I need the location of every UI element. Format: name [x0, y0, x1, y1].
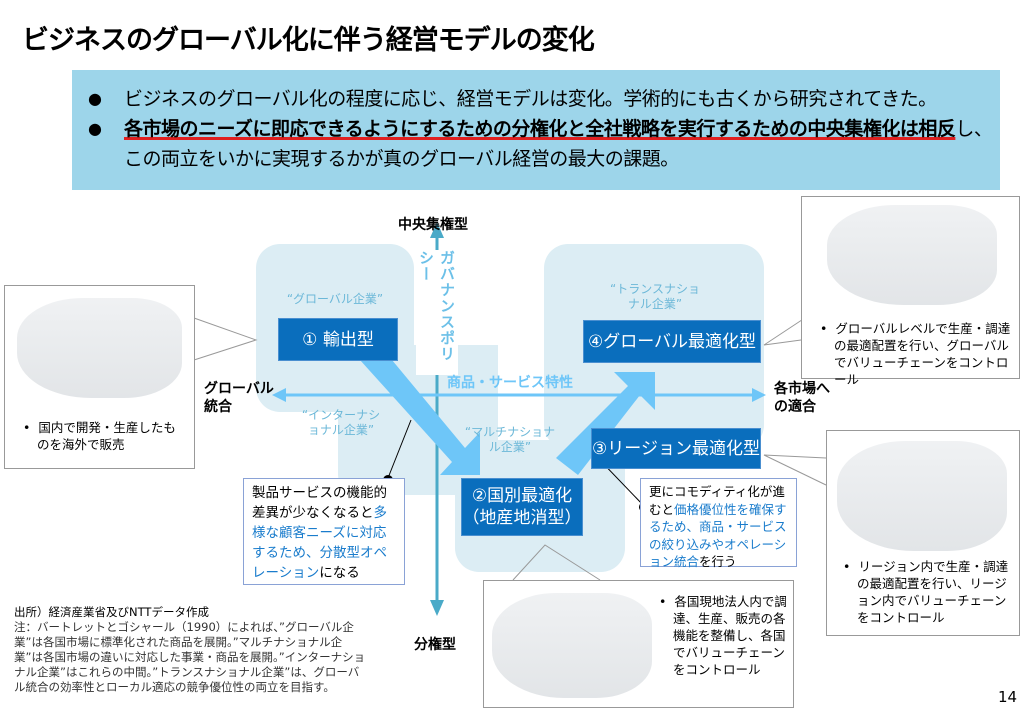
- corp-international: “インターナショナル企業”: [301, 408, 381, 437]
- pointer-region: [763, 454, 827, 486]
- bullet-icon: ●: [88, 89, 102, 108]
- corp-multinational: “マルチナショナル企業”: [464, 425, 556, 454]
- map-caption: • リージョン内で生産・調達の最適配置を行い、リージョン内でバリューチェーンをコ…: [843, 559, 1009, 625]
- caption-text: リージョン内で生産・調達の最適配置を行い、リージョン内でバリューチェーンをコント…: [857, 559, 1009, 625]
- footnote: 出所）経済産業省及びNTTデータ作成 注：バートレットとゴシャール（1990）に…: [14, 605, 366, 695]
- world-map-image: [837, 441, 1007, 551]
- type-country-optimization: ②国別最適化（地産地消型）: [461, 478, 583, 536]
- callout-text: 更にコモディティ化が進むと: [649, 484, 785, 517]
- corp-global: “グローバル企業”: [286, 292, 384, 306]
- axis-arrow-right-icon: [752, 388, 766, 402]
- pointer-country: [512, 544, 601, 581]
- type-label: ②国別最適化: [471, 486, 573, 506]
- axis-arrow-up-icon: [430, 222, 444, 238]
- callout-text: になる: [319, 565, 360, 581]
- map-panel-global: • グローバルレベルで生産・調達の最適配置を行い、グローバルでバリューチェーンを…: [801, 196, 1020, 387]
- bullet-1: ● ビジネスのグローバル化の程度に応じ、経営モデルは変化。学術的にも古くから研究さ…: [84, 84, 1000, 114]
- map-caption: • グローバルレベルで生産・調達の最適配置を行い、グローバルでバリューチェーンを…: [820, 321, 1011, 387]
- callout-line-left: [387, 419, 412, 479]
- map-panel-export: • 国内で開発・生産したものを海外で販売: [4, 285, 195, 469]
- arrow-export-to-country: [360, 360, 480, 475]
- bullet-emphasis: 各市場のニーズに即応できるようにするための分権化と全社戦略を実行するための中央集…: [124, 118, 956, 140]
- summary-box: ● ビジネスのグローバル化の程度に応じ、経営モデルは変化。学術的にも古くから研究さ…: [72, 70, 1000, 190]
- bullet-2: ● 各市場のニーズに即応できるようにするための分権化と全社戦略を実行するための中央…: [84, 114, 1000, 174]
- type-sublabel: （地産地消型）: [462, 508, 582, 528]
- map-caption: • 各国現地法人内で調達、生産、販売の各機能を整備し、各国でバリューチェーンをコ…: [659, 594, 787, 677]
- corp-transnational: “トランスナショナル企業”: [610, 282, 700, 311]
- world-map-image: [827, 205, 997, 305]
- type-global-optimization: ④グローバル最適化型: [583, 320, 761, 363]
- page-title: ビジネスのグローバル化に伴う経営モデルの変化: [22, 25, 595, 56]
- arrow-country-to-global: [556, 372, 655, 475]
- axis-top-label: 中央集権型: [398, 217, 468, 233]
- callout-text: 製品サービスの機能的差異が少なくなると: [252, 485, 387, 521]
- page-number: 14: [998, 688, 1018, 706]
- type-region-optimization: ③リージョン最適化型: [591, 428, 761, 469]
- product-service-label: 商品・サービス特性: [447, 375, 573, 391]
- caption-text: 国内で開発・生産したものを海外で販売: [37, 420, 176, 452]
- map-panel-country: • 各国現地法人内で調達、生産、販売の各機能を整備し、各国でバリューチェーンをコ…: [483, 580, 794, 708]
- axis-arrow-down-icon: [430, 600, 444, 616]
- pointer-export: [193, 317, 258, 361]
- map-panel-region: • リージョン内で生産・調達の最適配置を行い、リージョン内でバリューチェーンをコ…: [826, 430, 1020, 636]
- axis-arrow-left-icon: [272, 388, 286, 402]
- axis-left-label: グローバル統合: [204, 381, 274, 415]
- world-map-image: [17, 298, 182, 398]
- type-export: ① 輸出型: [278, 318, 398, 361]
- bullet-text: し、この両立をいかに実現するかが真のグローバル経営の最大の課題。: [124, 118, 993, 170]
- callout-left: 製品サービスの機能的差異が少なくなると多様な顧客ニーズに対応するため、分散型オペ…: [243, 478, 405, 585]
- source-note: 出所）経済産業省及びNTTデータ作成: [14, 605, 209, 619]
- world-map-image: [492, 593, 652, 698]
- callout-text: を行う: [699, 554, 737, 569]
- callout-right: 更にコモディティ化が進むと価格優位性を確保するため、商品・サービスの絞り込みやオ…: [640, 478, 797, 570]
- explanatory-note: 注：バートレットとゴシャール（1990）によれば、”グローバル企業”は各国市場に…: [14, 620, 366, 694]
- bullet-icon: ●: [88, 119, 102, 138]
- axis-right-label: 各市場への適合: [774, 381, 830, 415]
- callout-highlight: 多様な顧客ニーズに対応するため、分散型オペレーション: [252, 505, 387, 581]
- bullet-text: ビジネスのグローバル化の程度に応じ、経営モデルは変化。学術的にも古くから研究され…: [124, 88, 937, 110]
- axis-bottom-label: 分権型: [414, 637, 456, 653]
- caption-text: グローバルレベルで生産・調達の最適配置を行い、グローバルでバリューチェーンをコン…: [834, 321, 1011, 387]
- callout-highlight: 価格優位性を確保するため、商品・サービスの絞り込みやオペレーション統合: [649, 501, 787, 570]
- governance-policy-label: ガバナンスポリシー: [416, 250, 458, 375]
- map-caption: • 国内で開発・生産したものを海外で販売: [23, 420, 176, 452]
- caption-text: 各国現地法人内で調達、生産、販売の各機能を整備し、各国でバリューチェーンをコント…: [673, 594, 787, 677]
